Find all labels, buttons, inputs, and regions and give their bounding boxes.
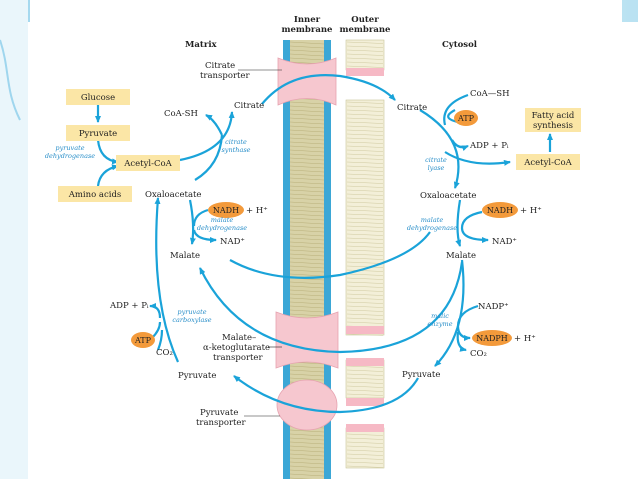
cytosol-oxaloacetate: Oxaloacetate (420, 191, 476, 201)
glucose-label: Glucose (81, 93, 115, 103)
left-banner (0, 0, 28, 479)
cytosol-nad: NAD⁺ (492, 237, 517, 247)
malate-transporter-label-1: Malate– (222, 333, 256, 343)
outer-membrane-header-1: Outer (351, 15, 379, 25)
malate-transporter-label-3: transporter (213, 353, 263, 363)
pyruvate-transporter-label-2: transporter (196, 418, 246, 428)
cytosol-nadh-plus-h: + H⁺ (520, 206, 542, 216)
citrate-synthase-1: citrate (225, 138, 247, 146)
matrix-nad: NAD⁺ (220, 237, 245, 247)
amino-acids-label: Amino acids (68, 190, 122, 200)
fatty-acid-label-1: Fatty acid (532, 111, 575, 121)
glucose-box (66, 89, 130, 105)
pathway-arrows (95, 74, 553, 414)
decor-swirl (0, 39, 21, 121)
matrix-nadh-plus-h: + H⁺ (246, 206, 268, 216)
matrix-pyruvate: Pyruvate (178, 371, 216, 381)
cytosol-acetyl-coa-label: Acetyl-CoA (523, 158, 572, 168)
malate-transporter-label-2: α-ketoglutarate (203, 343, 270, 353)
matrix-mdh-2: dehydrogenase (197, 224, 247, 232)
pyruvate-transporter-label-1: Pyruvate (200, 408, 238, 418)
pyruvate-box (66, 125, 130, 141)
matrix-nadh: NADH (213, 206, 239, 215)
cytosol-pyruvate: Pyruvate (402, 370, 440, 380)
cytosol-malate: Malate (446, 251, 476, 261)
inner-membrane-header-2: membrane (282, 25, 334, 35)
matrix-coa-sh: CoA-SH (164, 109, 198, 119)
cytosol-atp: ATP (457, 114, 475, 123)
cytosol-co2: CO₂ (470, 349, 487, 359)
fatty-acid-box (525, 108, 581, 132)
outer-membrane-header-2: membrane (340, 25, 392, 35)
cytosol-nadph-oval (472, 330, 512, 346)
cytosol-mdh-2: dehydrogenase (407, 224, 457, 232)
citrate-transporter-label-2: transporter (200, 71, 250, 81)
matrix-mdh-1: malate (211, 216, 234, 224)
inner-membrane-header-1: Inner (294, 15, 321, 25)
citrate-lyase-2: lyase (428, 164, 445, 172)
citrate-synthase-2: synthase (221, 146, 250, 154)
pyruvate-box-label: Pyruvate (79, 129, 117, 139)
malic-enzyme-2: enzyme (427, 320, 452, 328)
citrate-transporter-shape (277, 57, 337, 106)
malic-enzyme-1: malic (431, 312, 449, 320)
acetyl-coa-box (116, 155, 180, 171)
matrix-header: Matrix (185, 40, 218, 50)
matrix-atp: ATP (134, 336, 152, 345)
cytosol-nadph: NADPH (476, 334, 508, 343)
outer-membrane (345, 39, 385, 469)
matrix-nadh-oval (208, 202, 244, 218)
cytosol-citrate: Citrate (397, 103, 427, 113)
fatty-acid-label-2: synthesis (533, 121, 573, 131)
cytosol-atp-oval (454, 110, 478, 126)
cytosol-nadh: NADH (487, 206, 513, 215)
matrix-oxaloacetate: Oxaloacetate (145, 190, 201, 200)
pyruvate-transporter-shape (276, 379, 338, 431)
pyruvate-carboxylase-2: carboxylase (172, 316, 211, 324)
cytosol-mdh-1: malate (421, 216, 444, 224)
matrix-adp-pi: ADP + Pᵢ (109, 301, 149, 311)
amino-acids-box (58, 186, 132, 202)
cytosol-acetyl-coa-box (516, 154, 580, 170)
cytosol-nadh-oval (482, 202, 518, 218)
matrix-citrate: Citrate (234, 101, 264, 111)
pdh-enzyme-1: pyruvate (55, 144, 84, 152)
cytosol-header: Cytosol (442, 40, 478, 50)
malate-transporter-shape (275, 311, 339, 369)
cytosol-coa-sh: CoA—SH (470, 89, 510, 99)
acetyl-coa-label: Acetyl-CoA (123, 159, 172, 169)
matrix-malate: Malate (170, 251, 200, 261)
cytosol-nadp: NADP⁺ (478, 302, 509, 312)
cytosol-adp-pi: ADP + Pᵢ (469, 141, 509, 151)
matrix-co2: CO₂ (156, 348, 173, 358)
cytosol-nadph-plus-h: + H⁺ (514, 334, 536, 344)
citrate-transporter-label-1: Citrate (205, 61, 235, 71)
matrix-atp-oval (131, 332, 155, 348)
pdh-enzyme-2: dehydrogenase (45, 152, 95, 160)
citrate-lyase-1: citrate (425, 156, 447, 164)
pyruvate-carboxylase-1: pyruvate (177, 308, 206, 316)
